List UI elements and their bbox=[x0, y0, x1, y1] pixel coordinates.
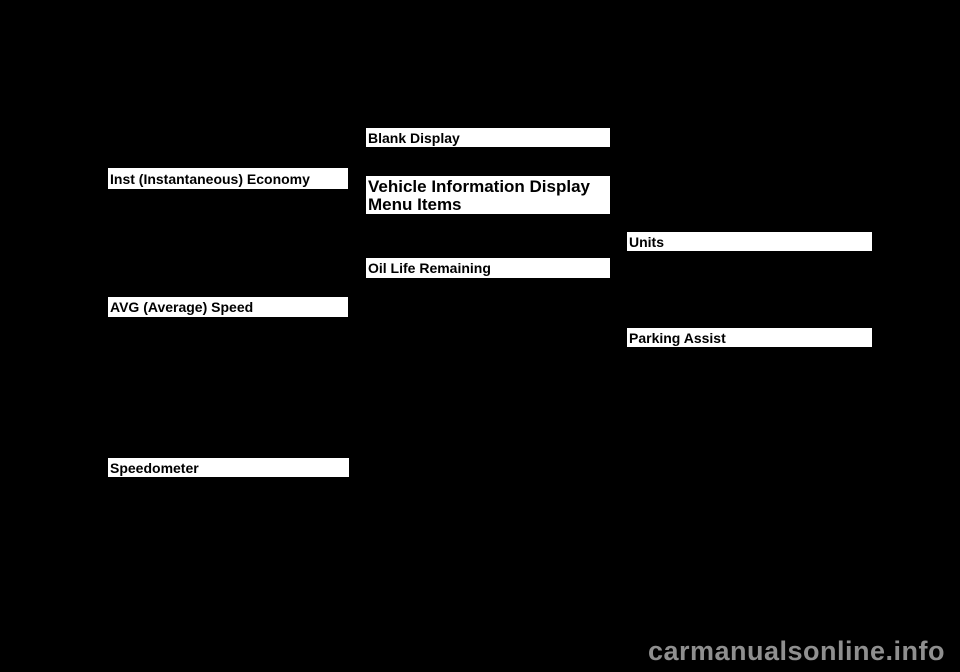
section-heading-parking-assist: Parking Assist bbox=[627, 328, 872, 347]
section-heading-line1: Vehicle Information Display bbox=[368, 177, 591, 196]
section-heading-blank-display: Blank Display bbox=[366, 128, 610, 147]
watermark-carmanualsonline: carmanualsonline.info bbox=[647, 636, 945, 666]
section-heading-inst-economy: Inst (Instantaneous) Economy bbox=[108, 168, 348, 189]
section-heading-line2: Menu Items bbox=[368, 195, 462, 214]
section-heading-avg-speed: AVG (Average) Speed bbox=[108, 297, 348, 317]
section-heading-vehicle-information-display-menu-items: Vehicle Information Display Menu Items bbox=[366, 176, 610, 214]
section-heading-oil-life-remaining: Oil Life Remaining bbox=[366, 258, 610, 278]
section-heading-units: Units bbox=[627, 232, 872, 251]
section-heading-speedometer: Speedometer bbox=[108, 458, 349, 477]
